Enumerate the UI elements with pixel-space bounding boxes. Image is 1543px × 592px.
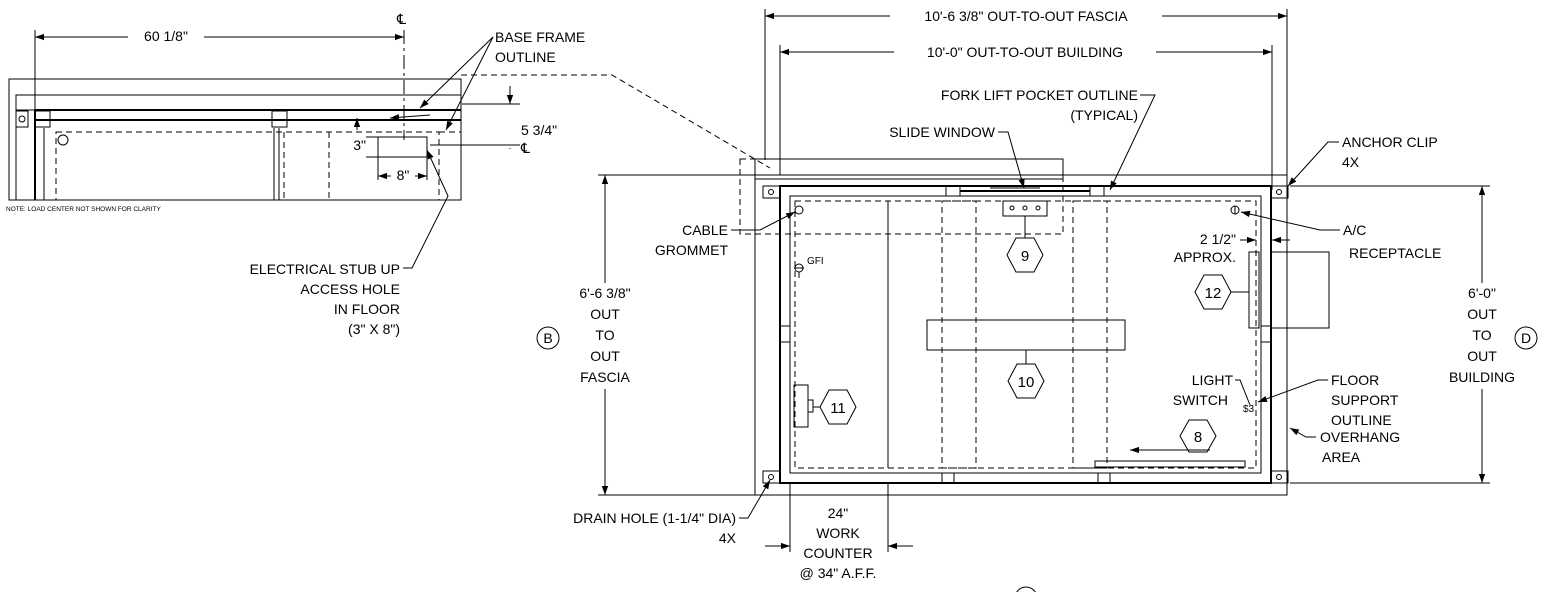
fascia-depth-4: OUT [590,348,620,364]
building-depth-3: TO [1472,327,1491,343]
ac-unit-sleeve [1248,251,1260,329]
fire-extinguisher [793,384,809,428]
inset-hole-height-label: 3" [353,137,366,153]
counter-label-2: WORK [816,525,860,541]
dim-fascia-width-label: 10'-6 3/8" OUT-TO-OUT FASCIA [924,8,1128,24]
grid-bubble-b [536,326,560,350]
tag-9: 9 [1006,216,1044,273]
partial-bubble [1016,586,1036,592]
centerline-symbol-top: ℄ [396,11,406,27]
tag-8: 8 [1179,419,1217,453]
inset-hole-width-label: 8" [397,167,410,183]
counter-label-4: @ 34" A.F.F. [800,565,877,581]
counter-bench [1094,460,1246,468]
gfi-label: GFI [807,256,824,267]
stub-up-label-4: (3" X 8") [348,321,400,337]
ac-receptacle-label-1: A/C [1343,222,1366,238]
fascia-depth-2: OUT [590,306,620,322]
inset-note: NOTE: LOAD CENTER NOT SHOWN FOR CLARITY [6,206,161,213]
dim-clearance-label-2: APPROX. [1174,249,1236,265]
overhang-outline [754,174,1288,496]
fascia-depth-1: 6'-6 3/8" [579,285,630,301]
drain-hole-label-2: 4X [719,530,737,546]
grid-b-label: B [543,330,552,346]
desk [926,319,1126,351]
forklift-pocket-right [1072,200,1108,469]
stub-up-label-1: ELECTRICAL STUB UP [250,261,400,277]
cable-grommet-label-1: CABLE [682,222,728,238]
ac-unit [1270,251,1330,329]
svg-text:8: 8 [1194,429,1202,446]
forklift-label-1: FORK LIFT POCKET OUTLINE [941,87,1138,103]
svg-text:9: 9 [1021,248,1029,265]
drain-hole-label-1: DRAIN HOLE (1-1/4" DIA) [573,510,736,526]
building-depth-5: BUILDING [1449,369,1515,385]
counter-label-3: COUNTER [803,545,872,561]
floor-support-outline [794,200,1257,469]
stub-up-label-3: IN FLOOR [334,301,400,317]
anchor-clip-label-2: 4X [1342,154,1360,170]
anchor-clip-label-1: ANCHOR CLIP [1342,134,1438,150]
building-depth-2: OUT [1467,306,1497,322]
inset-dim-width-label: 60 1/8" [144,28,188,44]
forklift-label-2: (TYPICAL) [1070,107,1138,123]
grid-d-label: D [1521,330,1531,346]
light-switch-label-2: SWITCH [1173,392,1228,408]
inset-detail: ℄ 60 1/8" BASE FRAME OUTLINE [6,11,771,337]
forklift-pocket-left [941,200,977,469]
tag-12: 12 [1194,274,1249,310]
fascia-depth-3: TO [595,327,614,343]
stub-up-label-2: ACCESS HOLE [300,281,400,297]
base-frame-label-2: OUTLINE [495,49,556,65]
ac-receptacle-label-2: RECEPTACLE [1349,245,1441,261]
base-frame-label-1: BASE FRAME [495,29,585,45]
inset-anchor-bolt [18,115,26,123]
centerline-symbol-right: ℄ [520,140,530,156]
inset-dim-offset-label: 5 3/4" [521,122,557,138]
svg-text:12: 12 [1205,285,1222,302]
fascia-depth-5: FASCIA [580,369,630,385]
grid-bubble-d [1514,326,1538,350]
cable-grommet [794,205,804,215]
counter-label-1: 24" [828,505,849,521]
slide-window-label: SLIDE WINDOW [889,124,996,140]
dim-clearance-label-1: 2 1/2" [1200,231,1236,247]
building-depth-1: 6'-0" [1468,285,1496,301]
dim-building-width-label: 10'-0" OUT-TO-OUT BUILDING [927,44,1123,60]
inset-anchor-clip [15,110,29,128]
inset-access-hole [377,136,428,158]
light-switch-label-1: LIGHT [1192,372,1234,388]
overhang-label-1: OVERHANG [1320,429,1400,445]
main-plan: 10'-6 3/8" OUT-TO-OUT FASCIA 10'-0" OUT-… [536,7,1538,592]
floor-support-label-2: SUPPORT [1331,392,1399,408]
svg-text:10: 10 [1018,374,1035,391]
svg-text:11: 11 [830,400,846,417]
floor-support-label-3: OUTLINE [1331,412,1392,428]
floor-support-label-1: FLOOR [1331,372,1379,388]
overhang-label-2: AREA [1322,449,1361,465]
tag-10: 10 [1007,350,1045,399]
inset-cable-grommet [57,134,69,146]
inset-base-frame-outline [55,131,440,201]
building-depth-4: OUT [1467,348,1497,364]
cable-grommet-label-2: GROMMET [655,242,729,258]
light-switch-icon: $3 [1243,404,1255,415]
tag-11: 11 [813,389,857,425]
